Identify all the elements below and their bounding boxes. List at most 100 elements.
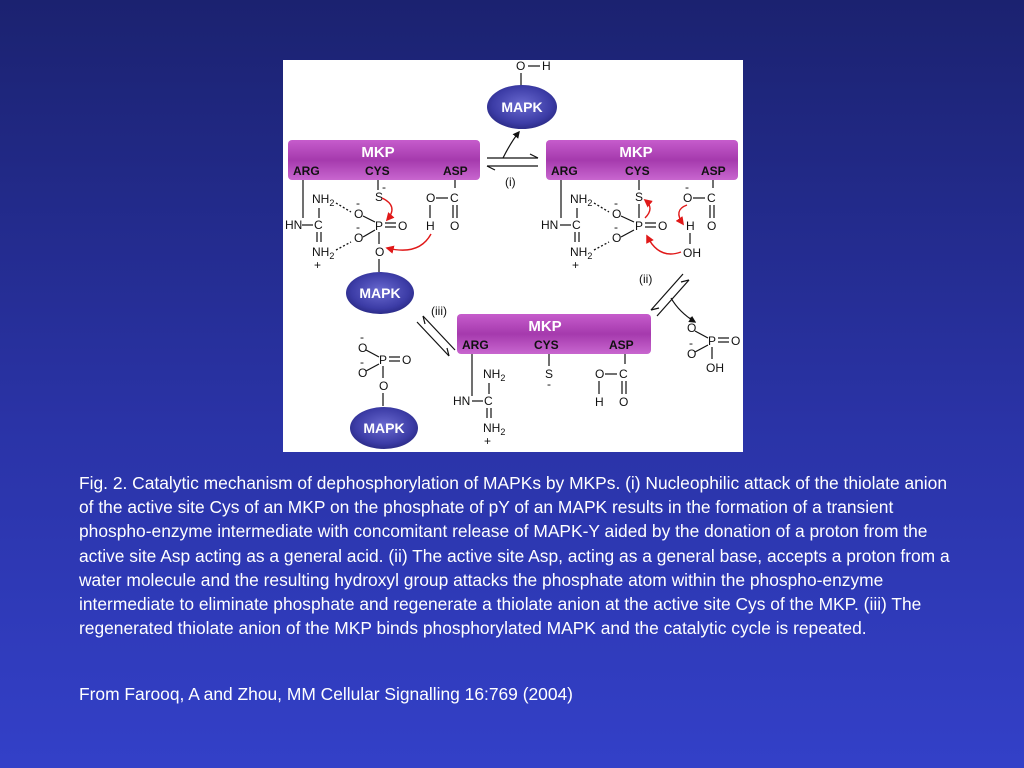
- atom-p: P: [708, 334, 716, 348]
- step-ii-arrows: (ii): [639, 272, 697, 323]
- mapk-label: MAPK: [359, 285, 400, 301]
- atom-o: O: [375, 245, 384, 259]
- atom-nh: NH: [312, 192, 329, 206]
- residue-arg: ARG: [462, 338, 489, 352]
- figure-caption: Fig. 2. Catalytic mechanism of dephospho…: [79, 473, 950, 639]
- residue-asp: ASP: [609, 338, 634, 352]
- atom-o: O: [398, 219, 407, 233]
- red-arrow: [675, 204, 688, 226]
- mapk-ellipse: [350, 407, 418, 449]
- step-ii-label: (ii): [639, 272, 652, 286]
- charge-minus: -: [689, 336, 693, 350]
- atom-o: O: [354, 231, 363, 245]
- charge-minus: -: [614, 196, 618, 210]
- charge-minus: -: [689, 310, 693, 324]
- enzyme-substrate-complex: MKP ARG CYS ASP NH2 HN C NH2 + S - O - P…: [285, 140, 480, 314]
- charge-minus: -: [356, 196, 360, 210]
- residue-cys: CYS: [625, 164, 650, 178]
- residue-cys: CYS: [365, 164, 390, 178]
- atom-s: S: [635, 190, 643, 204]
- mapk-ellipse: [487, 85, 557, 129]
- atom-h: H: [542, 60, 551, 73]
- svg-text:NH2: NH2: [312, 192, 334, 208]
- svg-text:NH2: NH2: [483, 421, 505, 437]
- mechanism-diagram: O H MAPK (i) MKP ARG CYS ASP NH2 HN C NH…: [285, 60, 740, 449]
- residue-arg: ARG: [551, 164, 578, 178]
- atom-o: O: [731, 334, 740, 348]
- free-mkp: MKP ARG CYS ASP NH2 HN C NH2 + S - O C O…: [453, 314, 651, 448]
- atom-s: S: [375, 190, 383, 204]
- atom-o: O: [450, 219, 459, 233]
- svg-text:NH2: NH2: [570, 192, 592, 208]
- atom-hn: HN: [285, 218, 302, 232]
- charge-plus: +: [314, 258, 321, 272]
- atom-o: O: [658, 219, 667, 233]
- svg-text:NH2: NH2: [312, 245, 334, 261]
- red-arrow: [381, 197, 395, 222]
- citation: From Farooq, A and Zhou, MM Cellular Sig…: [79, 684, 573, 704]
- atom-s: S: [545, 367, 553, 381]
- residue-asp: ASP: [443, 164, 468, 178]
- mkp-label: MKP: [528, 318, 561, 335]
- atom-o: O: [354, 207, 363, 221]
- red-arrow: [646, 234, 682, 255]
- phosphorylated-mapk: O - P O O - O MAPK: [350, 330, 418, 449]
- atom-nh: NH: [570, 245, 587, 259]
- atom-hn: HN: [541, 218, 558, 232]
- mkp-label: MKP: [361, 144, 394, 161]
- atom-nh: NH: [483, 367, 500, 381]
- svg-text:NH2: NH2: [570, 245, 592, 261]
- svg-text:NH2: NH2: [483, 367, 505, 383]
- charge-minus: -: [360, 355, 364, 369]
- atom-o: O: [612, 231, 621, 245]
- mapk-label: MAPK: [501, 99, 542, 115]
- atom-c: C: [572, 218, 581, 232]
- residue-arg: ARG: [293, 164, 320, 178]
- atom-o: O: [612, 207, 621, 221]
- atom-o: O: [426, 191, 435, 205]
- atom-c: C: [619, 367, 628, 381]
- residue-cys: CYS: [534, 338, 559, 352]
- atom-c: C: [484, 394, 493, 408]
- atom-oh: OH: [683, 246, 701, 260]
- charge-minus: -: [547, 377, 551, 391]
- atom-h: H: [595, 395, 604, 409]
- atom-p: P: [635, 219, 643, 233]
- atom-o: O: [687, 347, 696, 361]
- red-arrow: [385, 233, 432, 254]
- atom-p: P: [379, 353, 387, 367]
- mkp-bar: [457, 314, 651, 354]
- atom-o: O: [687, 321, 696, 335]
- atom-c: C: [450, 191, 459, 205]
- mkp-bar: [288, 140, 480, 180]
- charge-plus: +: [572, 258, 579, 272]
- mapk-label: MAPK: [363, 420, 404, 436]
- charge-minus: -: [685, 180, 689, 194]
- atom-o: O: [379, 379, 388, 393]
- step-iii-arrows: (iii): [416, 304, 456, 357]
- red-arrow: [643, 198, 653, 219]
- atom-o: O: [707, 219, 716, 233]
- atom-p: P: [375, 219, 383, 233]
- atom-nh: NH: [483, 421, 500, 435]
- mapk-ellipse: [346, 272, 414, 314]
- step-iii-label: (iii): [431, 304, 447, 318]
- phospho-enzyme-intermediate: MKP ARG CYS ASP NH2 HN C NH2 + S O - P O…: [541, 140, 738, 272]
- step-i-arrows: (i): [486, 130, 539, 189]
- atom-oh: OH: [706, 361, 724, 375]
- step-i-label: (i): [505, 175, 516, 189]
- residue-asp: ASP: [701, 164, 726, 178]
- atom-nh: NH: [312, 245, 329, 259]
- atom-h: H: [426, 219, 435, 233]
- mkp-bar: [546, 140, 738, 180]
- charge-minus: -: [614, 220, 618, 234]
- atom-o: O: [358, 341, 367, 355]
- released-phosphate: O - P O O - OH: [687, 310, 740, 375]
- mkp-label: MKP: [619, 144, 652, 161]
- released-mapk: O H MAPK: [487, 60, 557, 129]
- charge-minus: -: [356, 220, 360, 234]
- atom-h: H: [686, 219, 695, 233]
- atom-o: O: [683, 191, 692, 205]
- atom-o: O: [358, 366, 367, 380]
- atom-c: C: [314, 218, 323, 232]
